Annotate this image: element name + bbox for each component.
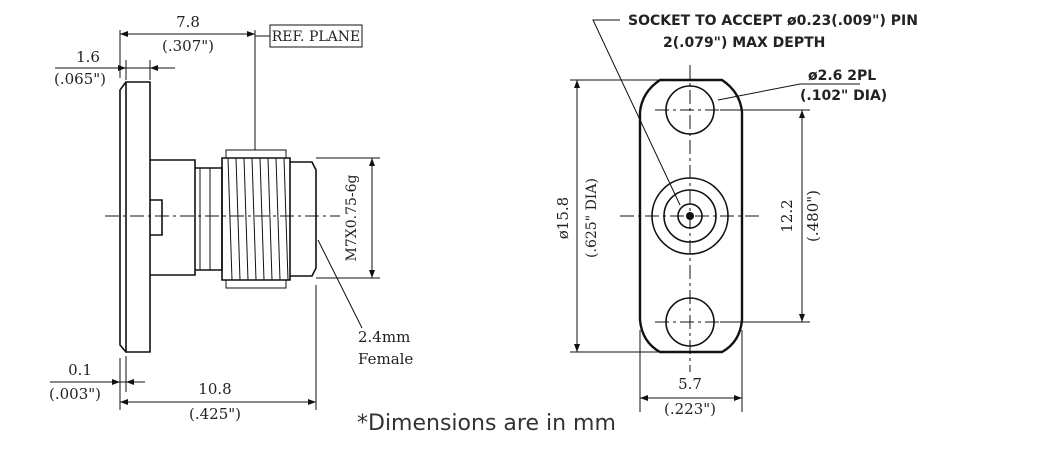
socket-note-line2: 2(.079") MAX DEPTH (663, 35, 825, 51)
dim-15-8-mm: ø15.8 (554, 197, 572, 239)
side-view: 7.8 (.307") REF. PLANE 1.6 (.065") M7X0.… (49, 13, 413, 423)
dim-0-1-mm: 0.1 (68, 361, 92, 379)
dim-1-6-mm: 1.6 (76, 48, 100, 66)
thread-section (221, 149, 291, 289)
flange-edge (119, 81, 127, 353)
dim-7-8-in: (.307") (162, 37, 214, 55)
flange-outline (125, 81, 151, 353)
hole-leader (717, 83, 860, 101)
ref-plane-label: REF. PLANE (272, 29, 361, 45)
socket-note-line1: SOCKET TO ACCEPT ø0.23(.009") PIN (628, 13, 918, 29)
dim-5-7-in: (.223") (664, 400, 716, 418)
dim-5-7-mm: 5.7 (678, 375, 702, 393)
front-view: SOCKET TO ACCEPT ø0.23(.009") PIN 2(.079… (554, 13, 918, 418)
hole-dia-line2: (.102" DIA) (800, 88, 887, 104)
dim-7-8-mm: 7.8 (176, 13, 200, 31)
nose-outline (290, 161, 317, 277)
connector-gender: Female (358, 350, 413, 368)
dim-15-8-in: (.625" DIA) (584, 178, 600, 258)
dim-0-1-in: (.003") (49, 385, 101, 403)
dim-10-8-in: (.425") (189, 405, 241, 423)
front-flange-outline (638, 78, 744, 354)
dim-12-2-mm: 12.2 (778, 199, 796, 232)
hole-dia-line1: ø2.6 2PL (808, 68, 876, 84)
female-leader (317, 239, 363, 329)
step-outline (150, 159, 196, 276)
body-lines (199, 168, 211, 270)
step-groove (150, 199, 163, 236)
thread-spec: M7X0.75-6g (344, 174, 360, 261)
dim-1-6-in: (.065") (54, 70, 106, 88)
connector-size: 2.4mm (358, 328, 410, 346)
dimensions-caption: *Dimensions are in mm (357, 411, 616, 436)
dim-12-2-in: (.480") (804, 190, 822, 242)
body-outline (195, 167, 223, 271)
dim-10-8-mm: 10.8 (198, 380, 231, 398)
socket-leader (592, 19, 681, 206)
